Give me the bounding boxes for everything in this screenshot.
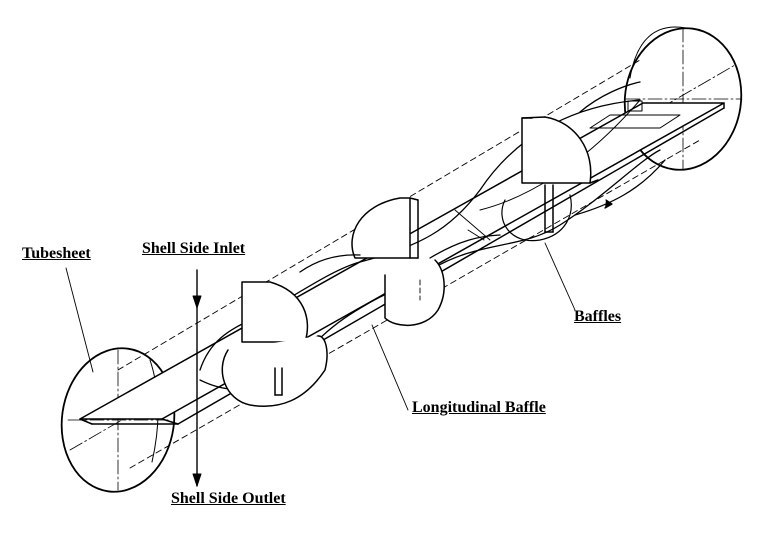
baffle-2 — [351, 197, 445, 327]
inlet-outlet-arrow — [192, 269, 202, 487]
leader-baffles — [544, 242, 576, 311]
label-baffles: Baffles — [574, 308, 622, 325]
label-shell-side-outlet: Shell Side Outlet — [171, 490, 286, 507]
label-shell-side-inlet: Shell Side Inlet — [142, 240, 246, 257]
leader-tubesheet — [65, 267, 94, 373]
baffle-1 — [221, 281, 328, 407]
shell-sweeps — [299, 81, 666, 273]
label-tubesheet: Tubesheet — [22, 245, 91, 262]
longitudinal-baffle — [79, 100, 725, 425]
label-longitudinal-baffle: Longitudinal Baffle — [412, 399, 546, 416]
leader-lines — [65, 242, 576, 411]
right-tubesheet — [623, 26, 743, 171]
baffle-3 — [501, 116, 599, 242]
leader-longitudinal-baffle — [371, 324, 409, 411]
